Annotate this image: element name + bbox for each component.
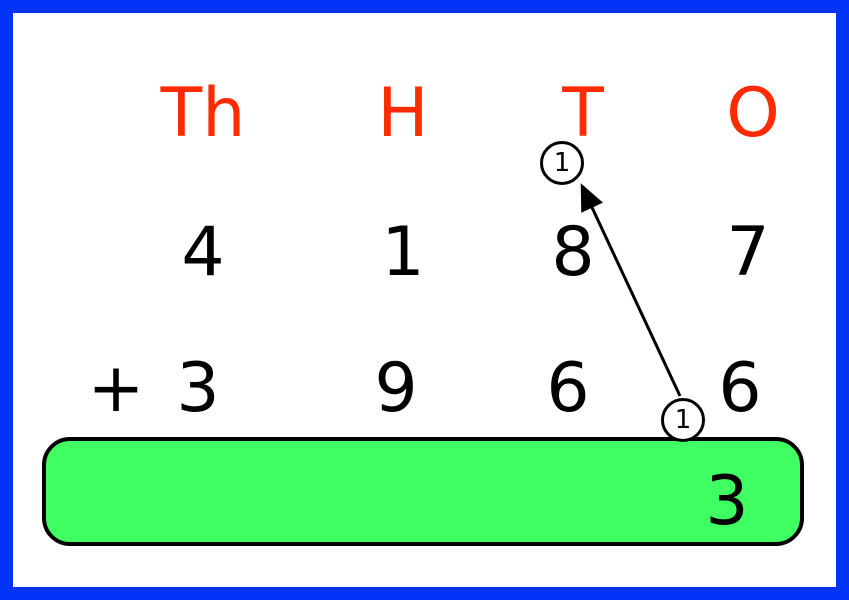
bottom-digit-thousands: 3 bbox=[176, 349, 220, 428]
header-hundreds: H bbox=[377, 74, 429, 153]
carry-ones: 1 bbox=[661, 398, 705, 442]
answer-bar bbox=[42, 437, 804, 546]
header-tens: T bbox=[562, 74, 604, 153]
bottom-digit-tens: 6 bbox=[546, 349, 590, 428]
header-thousands: Th bbox=[160, 74, 246, 153]
bottom-digit-ones: 6 bbox=[718, 349, 762, 428]
answer-digit-ones: 3 bbox=[705, 462, 749, 541]
plus-operator: + bbox=[87, 349, 145, 428]
top-digit-tens: 8 bbox=[551, 213, 595, 292]
top-digit-hundreds: 1 bbox=[381, 213, 425, 292]
header-ones: O bbox=[726, 74, 780, 153]
bottom-digit-hundreds: 9 bbox=[374, 349, 418, 428]
carry-tens: 1 bbox=[540, 141, 584, 185]
top-digit-ones: 7 bbox=[726, 213, 770, 292]
top-digit-thousands: 4 bbox=[181, 213, 225, 292]
